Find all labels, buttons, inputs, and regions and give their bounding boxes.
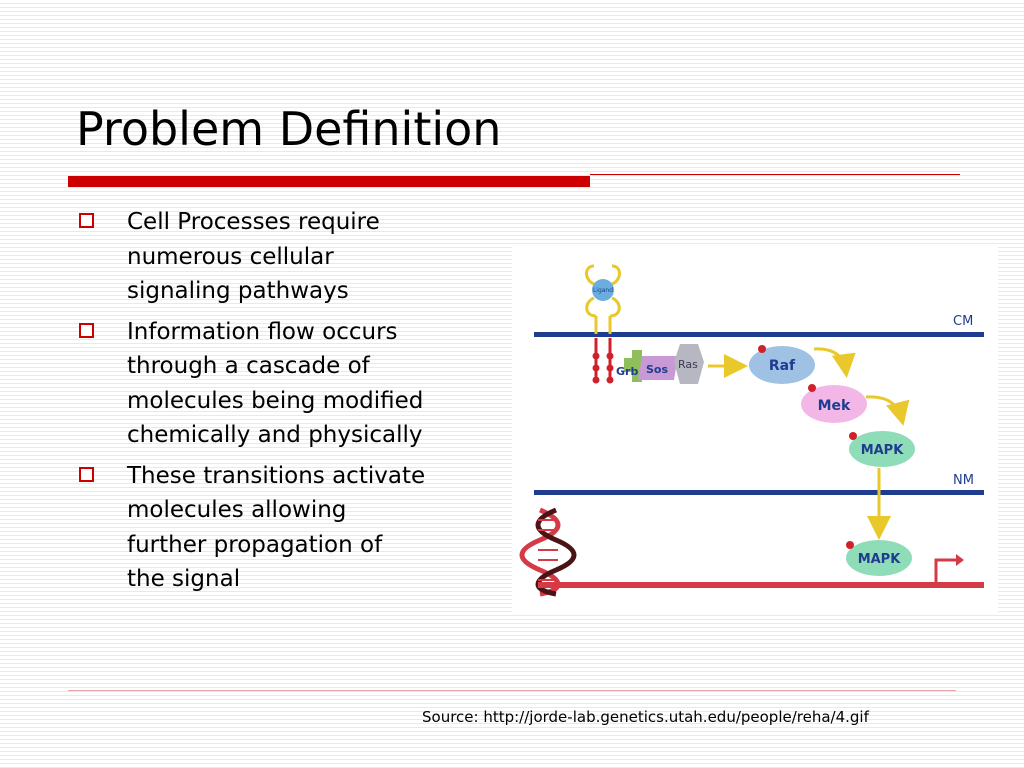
slide-title: Problem Definition [76, 102, 502, 156]
raf-label: Raf [769, 358, 796, 374]
bullet-line: signaling pathways [127, 278, 349, 304]
bullet-item: Cell Processes require numerous cellular… [78, 205, 508, 309]
ligand: Ligand [592, 279, 614, 301]
mapk-nucleus-molecule: MAPK [846, 540, 912, 576]
bullet-line: the signal [127, 566, 241, 592]
mapk-cytoplasm-label: MAPK [861, 443, 905, 458]
mapk-nucleus-label: MAPK [858, 552, 902, 567]
bullet-line: through a cascade of [127, 353, 370, 379]
footer-divider [68, 690, 956, 691]
raf-molecule: Raf [749, 345, 815, 384]
arrow-mek-mapk [865, 395, 910, 426]
dna-strand [538, 582, 984, 588]
grb-label: Grb [616, 365, 638, 378]
mapk-cytoplasm-molecule: MAPK [849, 431, 915, 467]
cell-membrane [534, 332, 984, 337]
cm-label: CM [953, 314, 973, 329]
bullet-line: numerous cellular [127, 243, 334, 270]
nuclear-membrane [534, 490, 984, 495]
bullet-line: molecules allowing [127, 497, 347, 523]
receptor [585, 264, 621, 384]
bullet-item: Information flow occurs through a cascad… [78, 315, 508, 453]
bullet-line: Cell Processes require [127, 209, 380, 235]
nm-label: NM [953, 473, 974, 488]
bullet-line: molecules being modified [127, 387, 424, 414]
dna-helix [519, 507, 577, 597]
sos-molecule: Sos [638, 356, 678, 380]
signaling-pathway-diagram: CM NM Ligand Grb Sos [512, 244, 998, 612]
ras-molecule: Ras [674, 344, 704, 384]
bullet-square-icon [79, 213, 94, 228]
mek-molecule: Mek [801, 384, 867, 423]
ras-label: Ras [678, 358, 698, 371]
source-citation: Source: http://jorde-lab.genetics.utah.e… [422, 708, 869, 726]
mek-label: Mek [818, 398, 851, 414]
bullet-square-icon [79, 466, 94, 482]
ligand-label: Ligand [593, 287, 613, 294]
sos-label: Sos [646, 363, 668, 376]
bullet-line: further propagation of [127, 531, 383, 558]
title-underline-thick [68, 176, 590, 187]
title-underline-thin [590, 174, 960, 175]
bullet-line: chemically and physically [127, 422, 423, 448]
bullet-line: Information flow occurs [127, 318, 398, 345]
bullet-list: Cell Processes require numerous cellular… [78, 205, 508, 603]
bullet-square-icon [79, 322, 94, 338]
transcription-start-arrow [934, 554, 964, 582]
bullet-item: These transitions activate molecules all… [78, 459, 508, 597]
bullet-line: These transitions activate [127, 462, 426, 489]
arrow-raf-mek [813, 347, 856, 378]
